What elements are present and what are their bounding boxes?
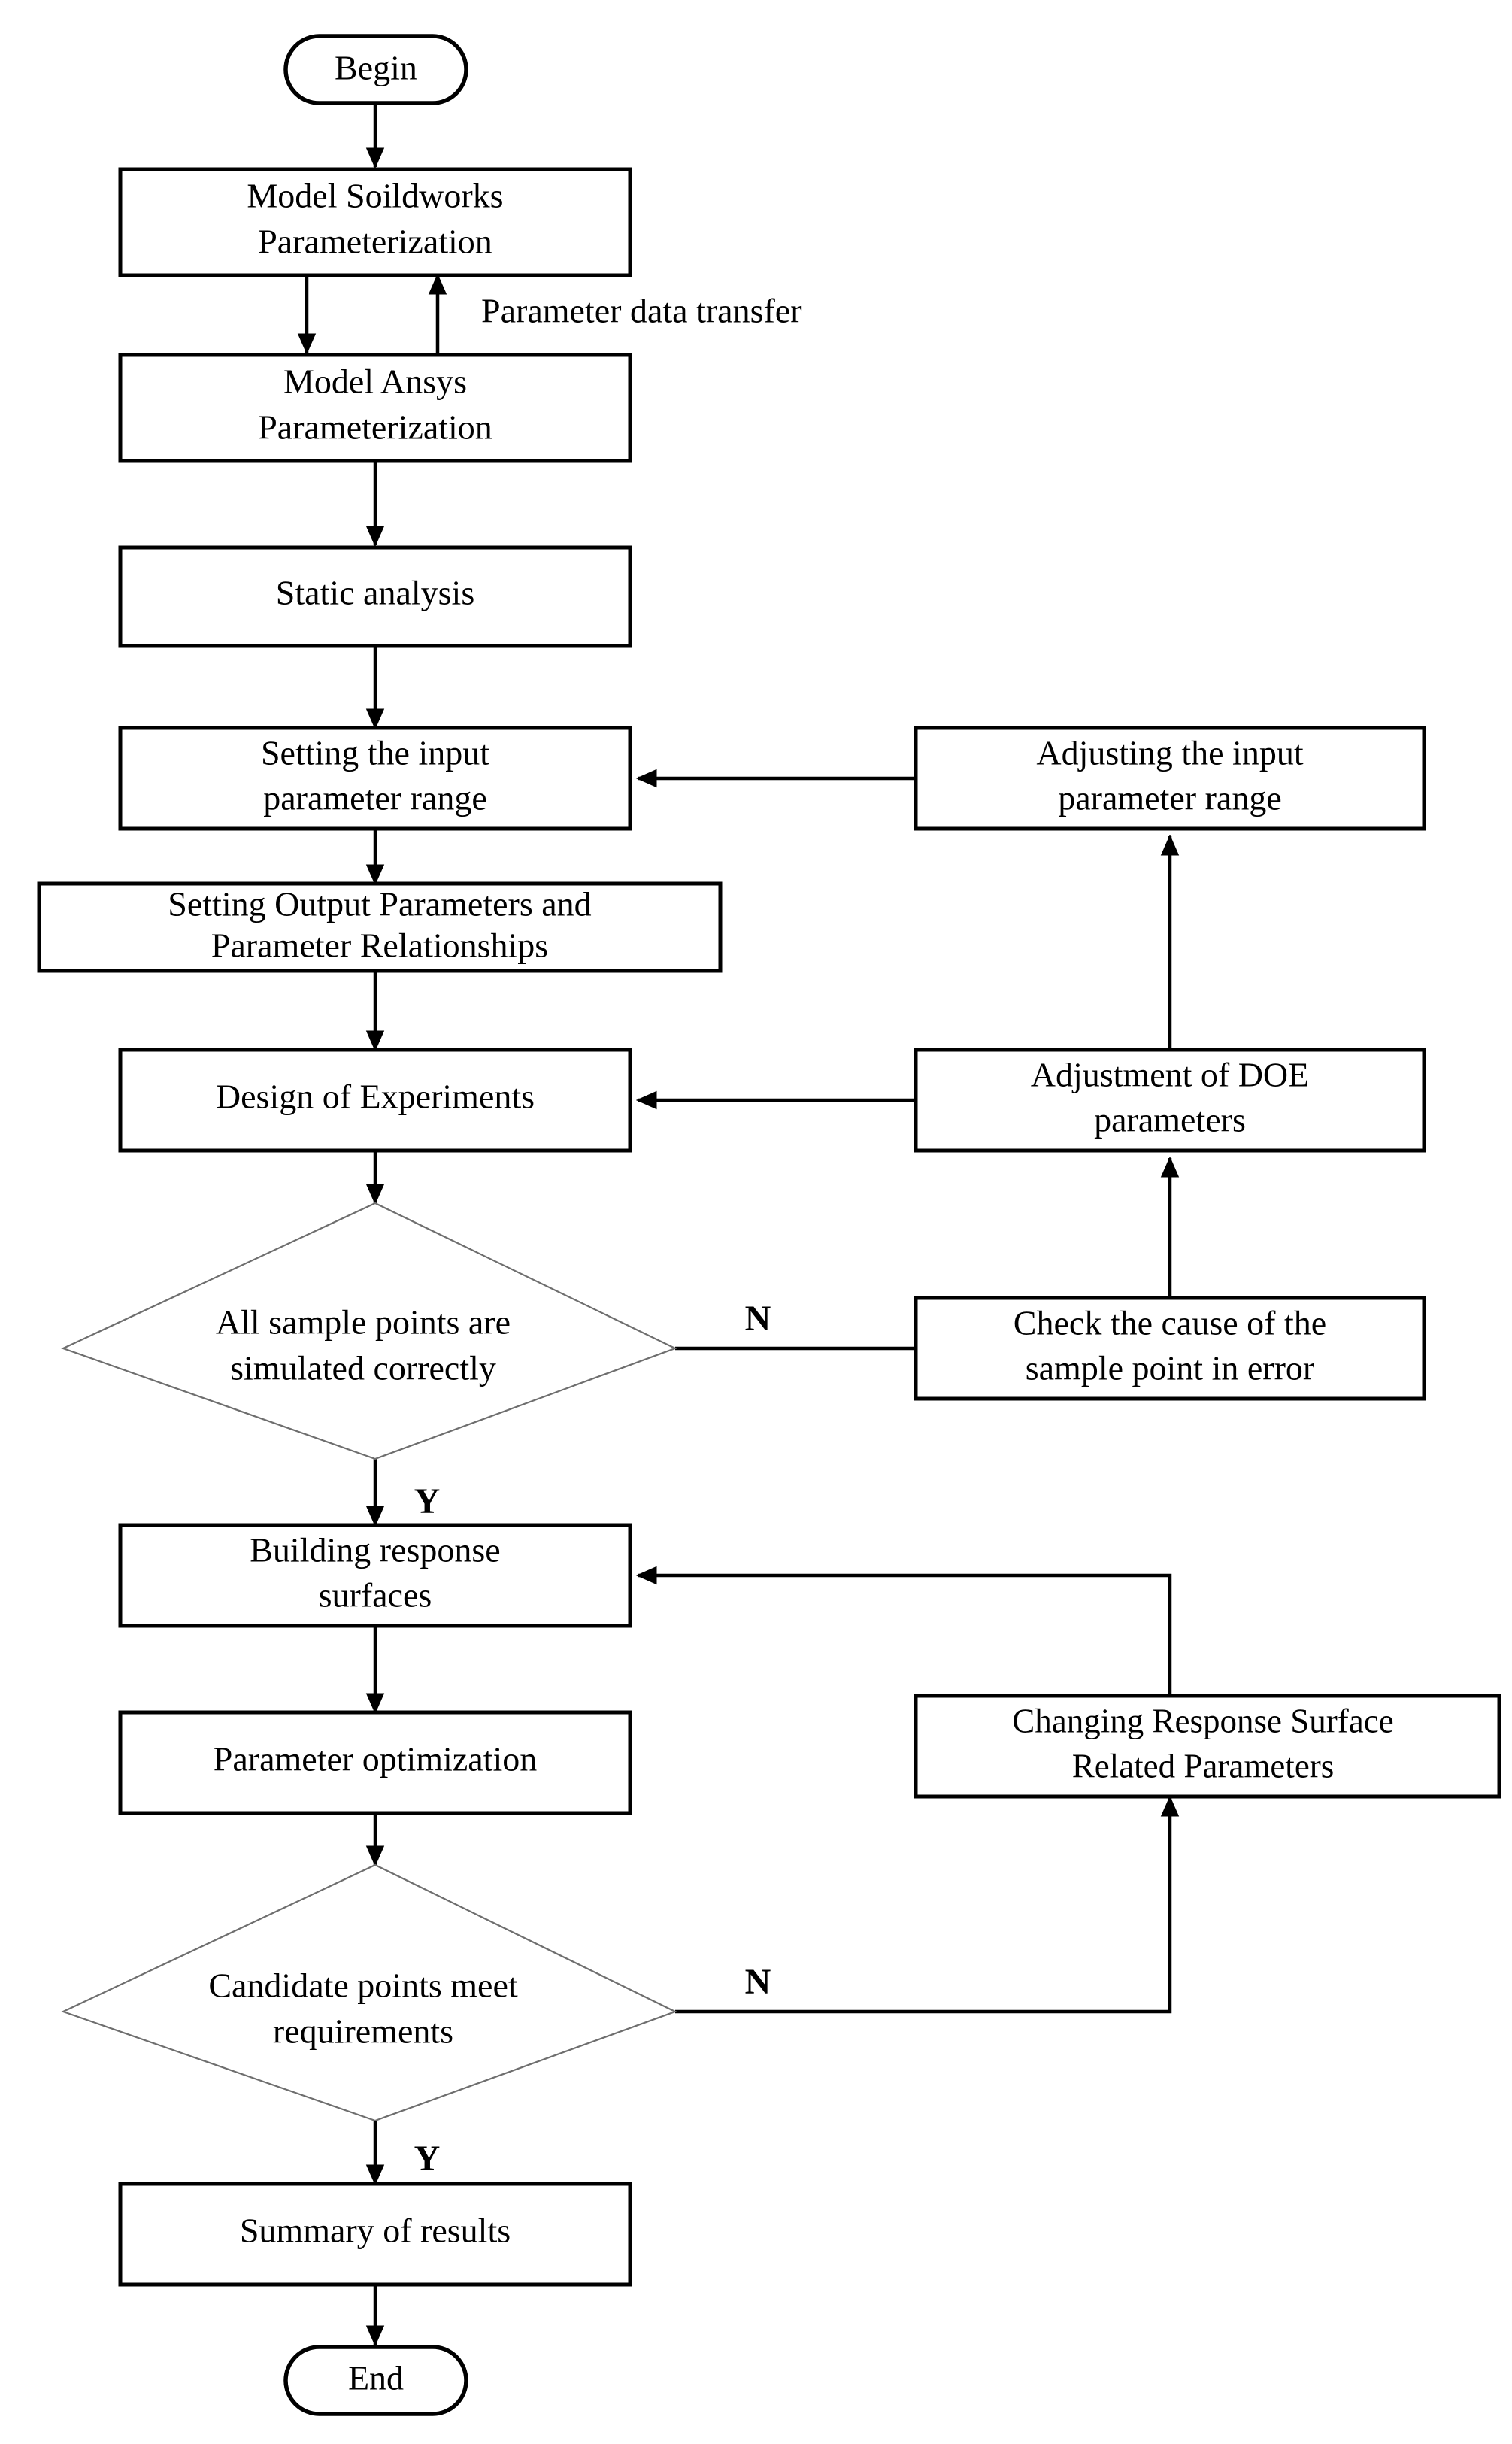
- summary-of-results-label: Summary of results: [240, 2212, 511, 2250]
- connector-changing-rs-to-response-surfaces: [635, 1566, 1172, 1694]
- setting-input-range-label-line1: Setting the input: [261, 734, 489, 772]
- node-end[interactable]: End: [283, 2345, 468, 2416]
- end-shape: [283, 2345, 468, 2416]
- node-candidate-points-decision[interactable]: Candidate points meet requirements: [61, 1863, 677, 2122]
- setting-output-params-shape: [37, 881, 723, 973]
- adjustment-of-doe-label-line1: Adjustment of DOE: [1031, 1056, 1310, 1094]
- setting-input-range-label-line2: parameter range: [263, 779, 487, 817]
- setting-output-params-label-line1: Setting Output Parameters and: [168, 885, 591, 923]
- static-analysis-label: Static analysis: [276, 574, 474, 612]
- check-cause-error-shape: [914, 1296, 1426, 1401]
- model-ansys-label-line1: Model Ansys: [283, 362, 467, 401]
- parameter-optimization-label: Parameter optimization: [214, 1740, 537, 1778]
- adjusting-input-range-label-line2: parameter range: [1058, 779, 1282, 817]
- model-solidworks-label-line2: Parameterization: [258, 223, 492, 261]
- node-adjusting-input-range[interactable]: Adjusting the input parameter range: [914, 726, 1426, 831]
- node-setting-input-range[interactable]: Setting the input parameter range: [118, 726, 632, 831]
- all-samples-decision-shape: [61, 1202, 677, 1460]
- building-response-surfaces-label-line2: surfaces: [319, 1576, 432, 1615]
- begin-label: Begin: [335, 49, 417, 87]
- node-all-samples-decision[interactable]: All sample points are simulated correctl…: [61, 1202, 677, 1460]
- check-cause-error-label-line2: sample point in error: [1026, 1349, 1315, 1387]
- branch-label-samples-yes: Y: [414, 1481, 441, 1521]
- model-solidworks-shape: [118, 167, 632, 277]
- setting-input-range-shape: [118, 726, 632, 831]
- model-ansys-shape: [118, 353, 632, 463]
- node-static-analysis[interactable]: Static analysis: [118, 545, 632, 648]
- connector-candidates-no-to-changing-rs: [675, 1795, 1180, 2014]
- model-ansys-label-line2: Parameterization: [258, 408, 492, 447]
- summary-of-results-shape: [118, 2182, 632, 2287]
- branch-label-candidates-no: N: [745, 1962, 771, 2002]
- candidate-points-decision-label-line1: Candidate points meet: [208, 1966, 518, 2005]
- all-samples-decision-label-line2: simulated correctly: [230, 1349, 496, 1387]
- edge-label-parameter-data-transfer: Parameter data transfer: [481, 292, 802, 330]
- static-analysis-shape: [118, 545, 632, 648]
- node-parameter-optimization[interactable]: Parameter optimization: [118, 1710, 632, 1815]
- node-check-cause-error[interactable]: Check the cause of the sample point in e…: [914, 1296, 1426, 1401]
- node-summary-of-results[interactable]: Summary of results: [118, 2182, 632, 2287]
- all-samples-decision-label-line1: All sample points are: [216, 1303, 511, 1342]
- design-of-experiments-shape: [118, 1048, 632, 1153]
- parameter-optimization-shape: [118, 1710, 632, 1815]
- building-response-surfaces-label-line1: Building response: [250, 1531, 500, 1569]
- candidate-points-decision-shape: [61, 1863, 677, 2122]
- branch-label-candidates-yes: Y: [414, 2139, 441, 2179]
- building-response-surfaces-shape: [118, 1523, 632, 1628]
- node-changing-response-surface[interactable]: Changing Response Surface Related Parame…: [914, 1694, 1501, 1799]
- end-label: End: [348, 2359, 404, 2397]
- setting-output-params-label-line2: Parameter Relationships: [211, 926, 548, 965]
- candidate-points-decision-label-line2: requirements: [273, 2012, 453, 2051]
- connector-layer: [297, 103, 1180, 2347]
- adjusting-input-range-label-line1: Adjusting the input: [1036, 734, 1303, 772]
- node-building-response-surfaces[interactable]: Building response surfaces: [118, 1523, 632, 1628]
- node-design-of-experiments[interactable]: Design of Experiments: [118, 1048, 632, 1153]
- model-solidworks-label-line1: Model Soildworks: [247, 177, 503, 215]
- node-begin[interactable]: Begin: [283, 34, 468, 105]
- changing-response-surface-label-line1: Changing Response Surface: [1012, 1702, 1393, 1739]
- begin-shape: [283, 34, 468, 105]
- node-model-ansys[interactable]: Model Ansys Parameterization: [118, 353, 632, 463]
- design-of-experiments-label: Design of Experiments: [216, 1078, 535, 1116]
- adjustment-of-doe-shape: [914, 1048, 1426, 1153]
- adjusting-input-range-shape: [914, 726, 1426, 831]
- check-cause-error-label-line1: Check the cause of the: [1014, 1304, 1326, 1342]
- adjustment-of-doe-label-line2: parameters: [1094, 1101, 1246, 1139]
- node-adjustment-of-doe[interactable]: Adjustment of DOE parameters: [914, 1048, 1426, 1153]
- node-setting-output-params[interactable]: Setting Output Parameters and Parameter …: [37, 881, 723, 973]
- changing-response-surface-label-line2: Related Parameters: [1072, 1747, 1335, 1784]
- branch-label-samples-no: N: [745, 1299, 771, 1339]
- node-model-solidworks[interactable]: Model Soildworks Parameterization: [118, 167, 632, 277]
- changing-response-surface-shape: [914, 1694, 1501, 1799]
